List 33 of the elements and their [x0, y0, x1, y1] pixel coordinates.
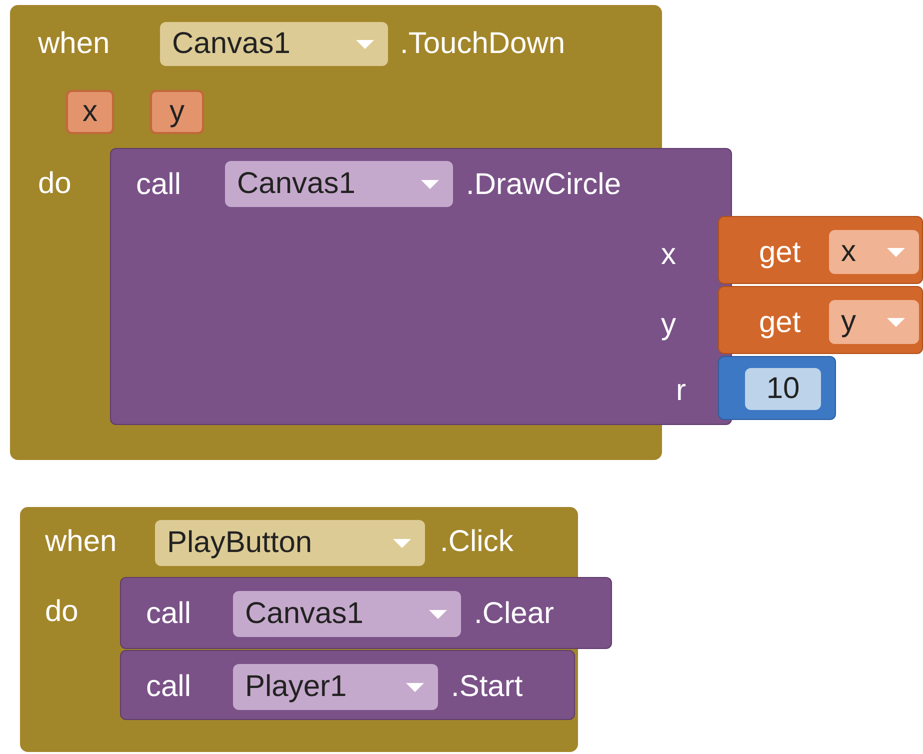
block-keyword: do: [45, 594, 78, 630]
parameter-chip: x: [66, 90, 114, 134]
call-block: [120, 650, 575, 720]
block-keyword: get: [759, 305, 801, 341]
block-keyword: .TouchDown: [400, 26, 566, 62]
parameter-chip: y: [150, 90, 204, 134]
dropdown-field: y: [829, 300, 919, 344]
block-keyword: do: [38, 166, 72, 202]
socket-label: y: [661, 307, 676, 343]
block-keyword: .DrawCircle: [466, 167, 622, 203]
call-block: [120, 577, 612, 649]
block-keyword: call: [146, 596, 192, 632]
socket-label: x: [661, 237, 676, 273]
call-block: [110, 148, 732, 425]
block-keyword: .Click: [440, 524, 514, 560]
number-field: 10: [745, 368, 821, 410]
block-keyword: .Clear: [474, 596, 554, 632]
get-block: [718, 286, 923, 354]
block-keyword: call: [146, 669, 192, 705]
get-block: [718, 216, 923, 284]
block-keyword: when: [38, 26, 110, 62]
socket-label: r: [676, 373, 686, 409]
dropdown-field: Player1: [233, 664, 438, 710]
dropdown-field: Canvas1: [233, 591, 461, 637]
dropdown-field: x: [829, 230, 919, 274]
block-keyword: when: [45, 524, 117, 560]
block-keyword: .Start: [451, 669, 523, 705]
dropdown-field: Canvas1: [225, 161, 453, 207]
dropdown-field: PlayButton: [155, 520, 425, 566]
block-keyword: get: [759, 235, 801, 271]
dropdown-field: Canvas1: [160, 22, 388, 66]
block-keyword: call: [136, 167, 182, 203]
number-block: [718, 356, 836, 420]
